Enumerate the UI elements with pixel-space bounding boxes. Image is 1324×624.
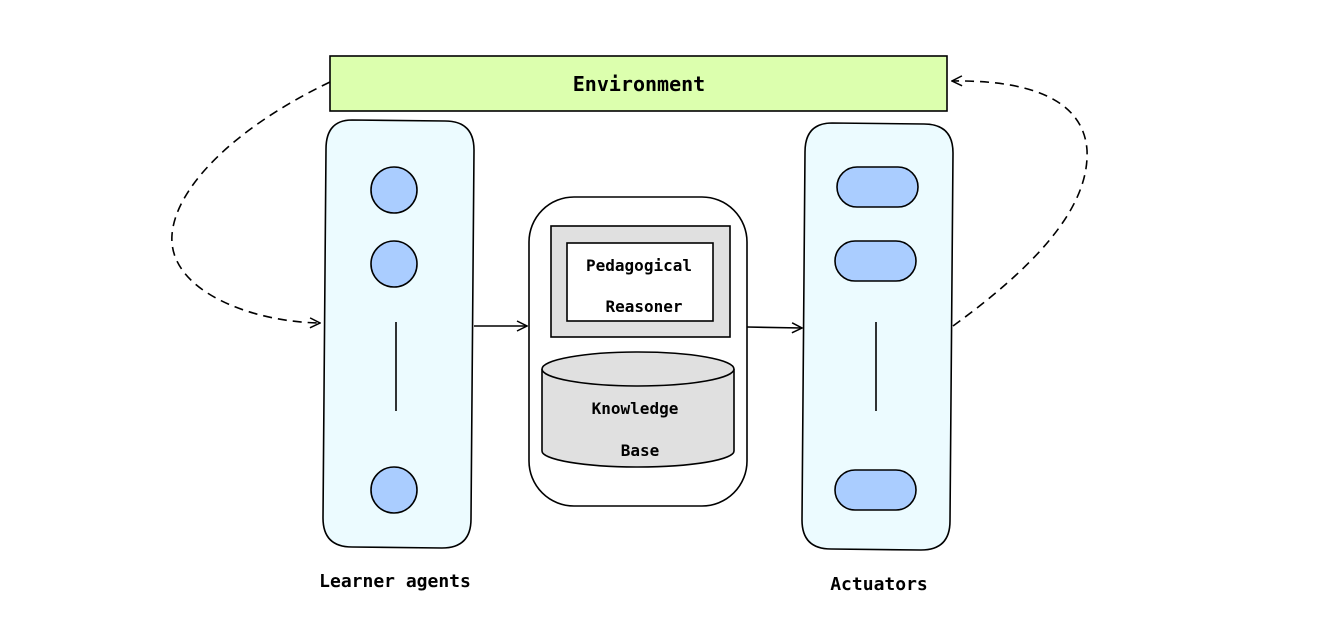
actuators-panel: [801, 122, 954, 551]
feedback-arrow-environment-to-learners: [171, 81, 331, 323]
learner-agent-node: [370, 166, 418, 214]
knowledge-base-cylinder: Knowledge Base: [541, 351, 735, 468]
reasoner-inner-box: [566, 242, 714, 322]
knowledge-base-top: [541, 351, 735, 387]
reasoner-label-line1: Pedagogical: [586, 256, 692, 275]
knowledge-base-label-line2: Base: [621, 441, 660, 460]
learner-agent-node: [370, 240, 418, 288]
arrow-module-to-actuators: [746, 327, 802, 328]
actuator-node: [834, 240, 917, 282]
environment-label: Environment: [573, 72, 705, 96]
actuator-node: [834, 469, 917, 511]
learner-agents-panel: [322, 119, 475, 549]
learner-agents-panel-border: [322, 119, 475, 549]
knowledge-base-body: [541, 369, 735, 468]
feedback-arrow-actuators-to-environment: [952, 81, 1088, 327]
learner-agents-label: Learner agents: [319, 571, 471, 592]
actuators-panel-border: [801, 122, 954, 551]
central-module: Pedagogical Reasoner Knowledge Base: [528, 196, 748, 507]
environment-box: Environment: [329, 55, 948, 112]
environment-rect: [329, 55, 948, 112]
knowledge-base-label-line1: Knowledge: [592, 399, 679, 418]
reasoner-label-line2: Reasoner: [605, 297, 682, 316]
actuator-node: [836, 166, 919, 208]
pedagogical-reasoner: Pedagogical Reasoner: [550, 225, 731, 338]
actuators-label: Actuators: [830, 574, 928, 595]
learner-agent-node: [370, 466, 418, 514]
